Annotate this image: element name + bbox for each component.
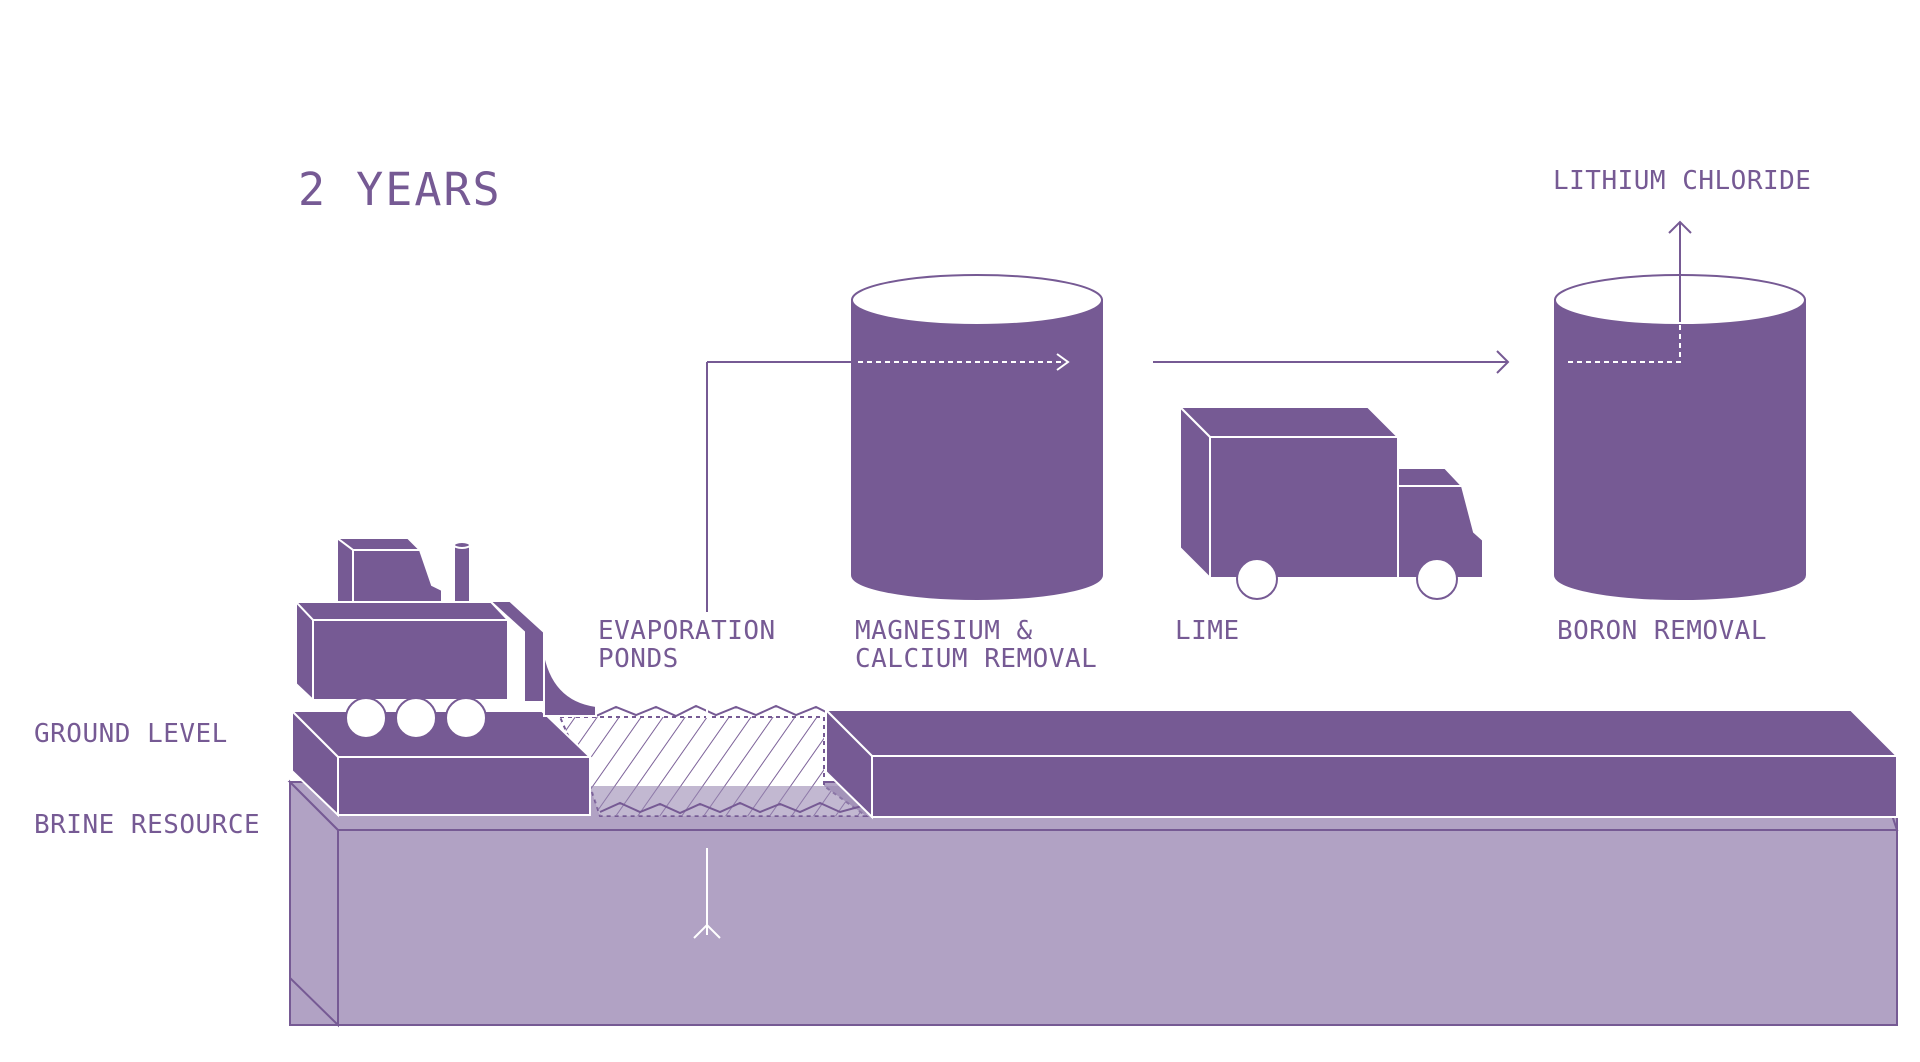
ground-slab-left: [289, 708, 593, 818]
magnesium-calcium-label: MAGNESIUM & CALCIUM REMOVAL: [855, 617, 1097, 673]
ground-level-label: GROUND LEVEL: [34, 719, 228, 749]
flow-line-pond-to-tank: [693, 361, 852, 939]
evaporation-ponds-line-2: PONDS: [598, 644, 679, 674]
brine-resource-block: [287, 779, 1899, 1028]
ground-slab-right: [823, 707, 1900, 820]
magnesium-calcium-tank: [851, 274, 1103, 600]
lime-label: LIME: [1175, 616, 1240, 646]
evaporation-ponds-label: EVAPORATION PONDS: [598, 617, 776, 673]
brine-resource-label: BRINE RESOURCE: [34, 810, 261, 840]
magnesium-calcium-line-2: CALCIUM REMOVAL: [855, 644, 1098, 674]
output-arrow: [1668, 220, 1692, 322]
evaporation-pond: [557, 704, 870, 817]
evaporation-ponds-line-1: EVAPORATION: [598, 616, 776, 646]
magnesium-calcium-line-1: MAGNESIUM &: [855, 616, 1033, 646]
flow-arrow-to-boron: [1153, 350, 1510, 374]
bulldozer-icon: [293, 536, 597, 739]
boron-removal-tank: [1554, 274, 1806, 600]
truck-icon: [1177, 404, 1484, 600]
duration-label: 2 YEARS: [298, 163, 502, 216]
boron-removal-label: BORON REMOVAL: [1557, 616, 1767, 646]
lithium-chloride-label: LITHIUM CHLORIDE: [1553, 166, 1812, 196]
